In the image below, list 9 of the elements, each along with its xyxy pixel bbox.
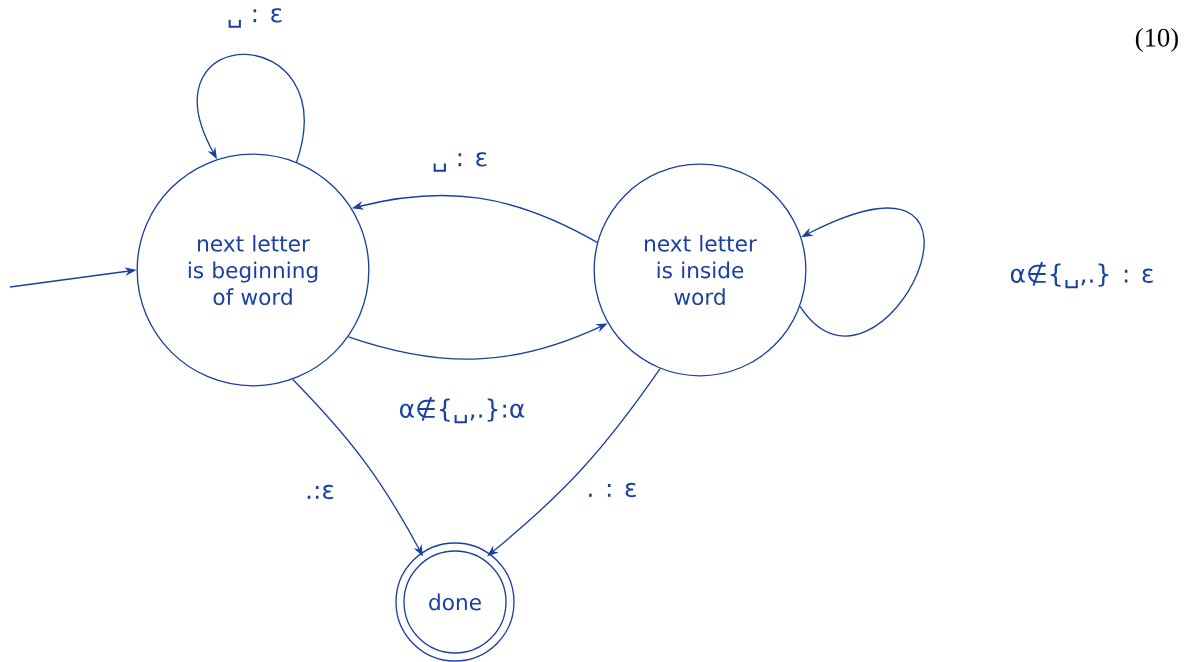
edge-label: ␣ : ε: [430, 150, 490, 174]
arrow: [196, 53, 305, 163]
edge-label: .:ε: [303, 483, 337, 501]
edge-label: ␣ : ε: [225, 6, 285, 30]
edge-label: α∉{␣,.}:α: [396, 395, 528, 425]
arrow: [799, 207, 925, 337]
edge-label: . : ε: [584, 481, 640, 499]
equation-number: (10): [1135, 27, 1178, 53]
edge-label: α∉{␣,.} : ε: [1007, 260, 1157, 290]
